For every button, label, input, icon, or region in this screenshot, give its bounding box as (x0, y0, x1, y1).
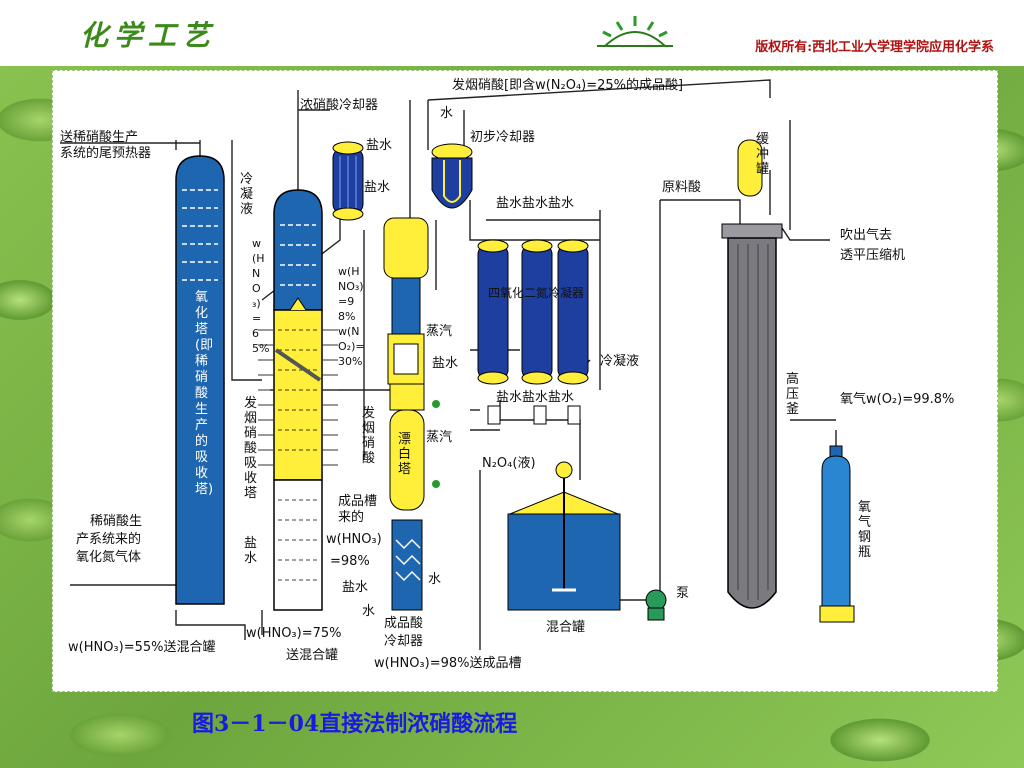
label-bleacher: 漂白塔 (398, 432, 412, 477)
label-water-1: 水 (440, 106, 454, 121)
label-brine-1: 盐水 (366, 138, 393, 153)
label-fuming-acid: 发烟硝酸 (362, 406, 376, 466)
label-dilute-1: 稀硝酸生 (90, 514, 143, 529)
label-hno3-65: w(HNO₃)=65% (252, 237, 270, 355)
label-hno3-75: w(HNO₃)=75% (246, 626, 342, 641)
label-fuming-top: 发烟硝酸[即含w(N₂O₄)=25%的成品酸] (452, 78, 684, 93)
label-conc-cooler: 浓硝酸冷却器 (300, 98, 379, 113)
label-brine-4: 盐水 (342, 580, 369, 595)
label-oxygen: 氧气w(O₂)=99.8% (840, 392, 955, 407)
label-tail-preheater-2: 系统的尾预热器 (60, 146, 152, 161)
label-condensate-2: 冷凝液 (600, 354, 640, 369)
label-n2o4-condenser: 四氧化二氮冷凝器 (488, 286, 585, 300)
label-hno3-98-final: w(HNO₃)=98%送成品槽 (374, 656, 522, 671)
label-pre-cooler: 初步冷却器 (470, 130, 536, 145)
label-brine-top-three: 盐水盐水盐水 (496, 196, 575, 211)
label-condensate: 冷凝液 (240, 172, 254, 217)
buffer-tank (737, 139, 763, 197)
label-hno3-98b: =98% (330, 554, 370, 569)
label-raw-acid: 原料酸 (662, 180, 702, 195)
label-pump: 泵 (676, 586, 690, 601)
figure-caption: 图3－1－04直接法制浓硝酸流程 (192, 711, 518, 737)
high-pressure-autoclave (721, 223, 783, 609)
copyright-text: 版权所有:西北工业大学理学院应用化学系 (755, 40, 994, 55)
label-product-cooler-2: 冷却器 (384, 634, 424, 649)
label-brine-3: 盐水 (432, 356, 459, 371)
sun-logo-icon (597, 16, 673, 47)
bleaching-column (383, 217, 440, 611)
course-logo: 化学工艺 (80, 19, 217, 52)
label-to-mix: 送混合罐 (286, 648, 339, 663)
label-oxygen-cylinder: 氧气钢瓶 (858, 500, 872, 560)
label-water-3: 水 (362, 604, 376, 619)
label-hno3-98-no2: w(HNO₃)=98% w(NO₂)=30% (338, 265, 365, 368)
label-mix-tank: 混合罐 (546, 620, 586, 635)
preliminary-cooler (431, 143, 473, 209)
label-steam-1: 蒸汽 (426, 324, 453, 339)
label-n2o4-liquid: N₂O₄(液) (482, 456, 536, 471)
n2o4-condenser (477, 239, 589, 425)
fuming-absorber-tower (258, 189, 338, 611)
label-to-compressor: 透平压缩机 (840, 248, 906, 263)
slide-header: 化学工艺 版权所有:西北工业大学理学院应用化学系 (0, 0, 1024, 66)
label-high-pressure: 高压釜 (786, 372, 800, 417)
label-dilute-3: 氧化氮气体 (76, 550, 142, 565)
pump-icon (645, 589, 667, 621)
label-brine-side: 盐水 (244, 536, 258, 566)
label-tail-preheater-1: 送稀硝酸生产 (60, 130, 139, 145)
label-brine-2: 盐水 (364, 180, 391, 195)
label-hno3-98a: w(HNO₃) (326, 532, 382, 547)
label-buffer-tank: 缓冲罐 (756, 132, 770, 177)
label-oxidation-tower: 氧化塔(即稀硝酸生产的吸收塔) (195, 290, 214, 497)
label-product-tank-1: 成品槽 (338, 494, 378, 509)
mixing-tank (507, 461, 621, 611)
label-dilute-2: 产系统来的 (76, 532, 142, 547)
label-product-cooler-1: 成品酸 (384, 616, 424, 631)
label-blowoff: 吹出气去 (840, 228, 893, 243)
label-water-2: 水 (428, 572, 442, 587)
concentrated-acid-cooler (332, 141, 364, 221)
label-steam-2: 蒸汽 (426, 430, 453, 445)
oxygen-cylinder (819, 445, 855, 623)
oxidation-tower (175, 155, 225, 605)
label-brine-bottom-three: 盐水盐水盐水 (496, 390, 575, 405)
label-product-tank-2: 来的 (338, 510, 365, 525)
label-hno3-55: w(HNO₃)=55%送混合罐 (68, 640, 216, 655)
label-fuming-absorber: 发烟硝酸吸收塔 (244, 396, 258, 501)
